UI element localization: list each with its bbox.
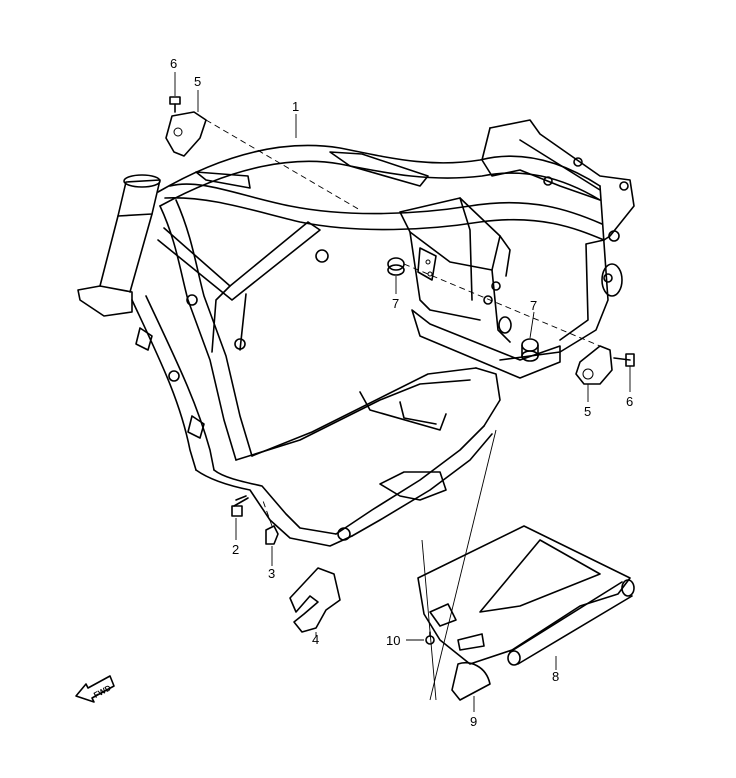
stand-bracket	[289, 567, 341, 633]
callout-5-top: 5	[194, 74, 201, 89]
forward-arrow-icon: FWD	[75, 675, 115, 703]
leader-lines	[174, 72, 631, 712]
callout-6-top: 6	[170, 56, 177, 71]
bolt-lower	[231, 495, 249, 517]
fwd-label: FWD	[92, 683, 113, 700]
callout-6-right: 6	[626, 394, 633, 409]
engine-mount-left	[387, 257, 405, 276]
main-frame	[77, 119, 635, 547]
callout-7-right: 7	[530, 298, 537, 313]
callout-8: 8	[552, 669, 559, 684]
callout-10: 10	[386, 633, 400, 648]
callout-7-left: 7	[392, 296, 399, 311]
callouts: 1 6 5 7 7 5 6 2 3 4 10 8 9	[170, 56, 633, 729]
callout-9: 9	[470, 714, 477, 729]
engine-mount-right	[498, 316, 539, 362]
bolt-top	[169, 96, 181, 113]
assembly-lines	[205, 119, 601, 701]
callout-4: 4	[312, 632, 319, 647]
callout-2: 2	[232, 542, 239, 557]
callout-3: 3	[268, 566, 275, 581]
bolt-right	[613, 353, 635, 367]
bracket-right	[575, 345, 613, 385]
nut-lower	[265, 525, 279, 545]
callout-5-right: 5	[584, 404, 591, 419]
callout-1: 1	[292, 99, 299, 114]
bracket-top	[165, 111, 207, 157]
frame-cover	[417, 525, 631, 701]
guard-tube	[507, 579, 635, 666]
